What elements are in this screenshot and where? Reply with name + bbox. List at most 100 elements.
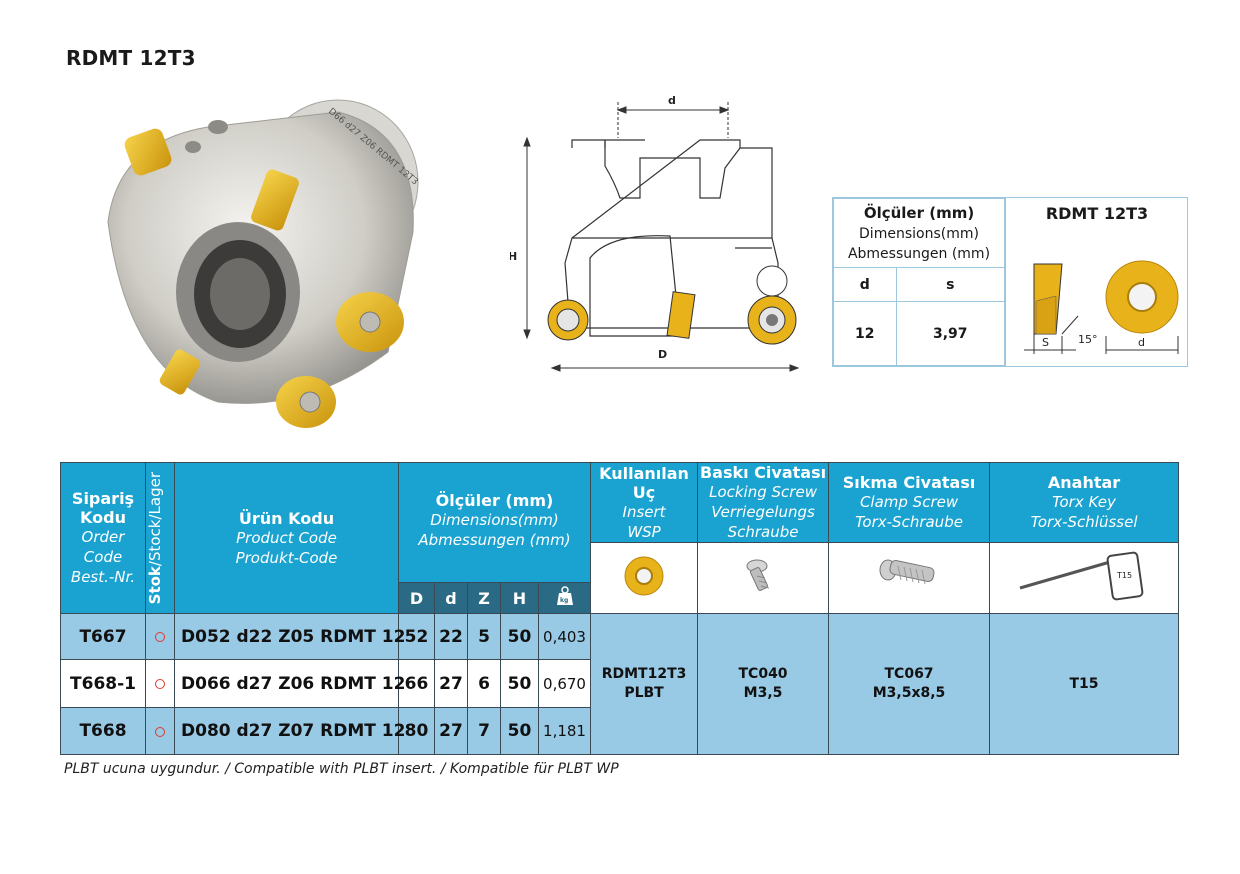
header-order-code-en: Order Code: [81, 528, 125, 566]
dim-Z: 6: [467, 659, 501, 708]
header-locking-de1: Verriegelungs: [711, 503, 815, 521]
dim-label-d: d: [668, 94, 676, 107]
header-dimensions: Ölçüler (mm) Dimensions(mm) Abmessungen …: [397, 462, 592, 583]
header-clamp-en: Clamp Screw: [859, 493, 959, 511]
header-clamp-screw: Sıkma Civatası Clamp Screw Torx-Schraube: [828, 462, 991, 543]
order-code: T668-1: [60, 659, 146, 708]
label-angle: 15°: [1078, 333, 1098, 346]
header-insert-de: WSP: [627, 522, 661, 541]
header-insert-tr: Kullanılan Uç: [599, 463, 689, 502]
page-title: RDMT 12T3: [66, 46, 196, 70]
header-order-code: Sipariş Kodu Order Code Best.-Nr.: [60, 462, 146, 614]
product-table: Sipariş Kodu Order Code Best.-Nr. Stok/S…: [60, 462, 1180, 755]
clamp-screw-value: TC067 M3,5x8,5: [828, 613, 991, 755]
dim-d: 22: [434, 613, 468, 660]
dim-H: 50: [500, 659, 539, 708]
torx-key-icon: T15: [1019, 551, 1144, 601]
clamp-value-2: M3,5x8,5: [872, 685, 946, 701]
dim-header-tr: Ölçüler (mm): [863, 203, 975, 222]
weight: 1,181: [537, 707, 592, 755]
header-insert-en: Insert: [622, 502, 666, 521]
torx-key-image-cell: T15: [989, 542, 1180, 614]
header-key-de: Torx-Schlüssel: [1030, 513, 1138, 531]
insert-label: RDMT 12T3: [1045, 204, 1149, 223]
header-locking-tr: Baskı Civatası: [699, 463, 827, 482]
locking-screw-image-cell: [697, 542, 830, 614]
locking-value-1: TC040: [738, 666, 788, 682]
label-d2: d: [1138, 336, 1145, 349]
header-locking-screw: Baskı Civatası Locking Screw Verriegelun…: [697, 462, 830, 543]
dim-val-d: 12: [833, 301, 897, 366]
dim-d: 27: [434, 707, 468, 755]
dim-val-s: 3,97: [895, 301, 1005, 366]
dim-col-d: d: [833, 267, 897, 302]
clamp-value-1: TC067: [884, 666, 934, 682]
weight: 0,403: [537, 613, 592, 660]
insert-value: RDMT12T3 PLBT: [590, 613, 699, 755]
locking-value-2: M3,5: [743, 685, 783, 701]
header-stock-rest: /Stock/Lager: [146, 471, 164, 566]
subheader-d: d: [434, 582, 468, 614]
dim-D: 52: [398, 613, 435, 660]
insert-value-1: RDMT12T3: [601, 666, 687, 682]
table-row: T668 D080 d27 Z07 RDMT 12 80 27 7 50 1,1…: [60, 707, 1179, 755]
header-locking-de2: Schraube: [727, 523, 799, 541]
locking-screw-icon: [746, 559, 770, 591]
header-locking-en: Locking Screw: [709, 483, 817, 501]
footnote: PLBT ucuna uygundur. / Compatible with P…: [64, 761, 619, 777]
stock-indicator: [145, 659, 175, 708]
header-clamp-tr: Sıkma Civatası: [842, 473, 976, 492]
stock-indicator: [145, 613, 175, 660]
key-tag-text: T15: [1116, 571, 1132, 580]
dim-Z: 7: [467, 707, 501, 755]
order-code: T668: [60, 707, 146, 755]
milling-cutter-photo: D66 d27 Z06 RDMT 12T3: [107, 99, 420, 428]
subheader-D: D: [398, 582, 435, 614]
dim-H: 50: [500, 613, 539, 660]
header-dimensions-de: Abmessungen (mm): [418, 531, 571, 549]
weight: 0,670: [537, 659, 592, 708]
header-key-tr: Anahtar: [1047, 473, 1121, 492]
product-code: D052 d22 Z05 RDMT 12: [174, 613, 405, 660]
header-torx-key: Anahtar Torx Key Torx-Schlüssel: [989, 462, 1180, 543]
weight-icon-text: kg: [560, 597, 568, 604]
dim-d: 27: [434, 659, 468, 708]
dim-header: Ölçüler (mm) Dimensions(mm) Abmessungen …: [833, 198, 1005, 268]
header-product-code: Ürün Kodu Product Code Produkt-Code: [174, 462, 399, 614]
header-stock-tr: Stok: [146, 565, 164, 605]
header-dimensions-tr: Ölçüler (mm): [435, 491, 554, 510]
technical-drawing: d H D: [510, 94, 800, 372]
header-dimensions-en: Dimensions(mm): [430, 511, 559, 529]
label-S: S: [1042, 336, 1049, 349]
product-code: D080 d27 Z07 RDMT 12: [174, 707, 405, 755]
dim-H: 50: [500, 707, 539, 755]
torx-key-value: T15: [989, 613, 1180, 755]
header-clamp-de: Torx-Schraube: [855, 513, 963, 531]
header-product-code-tr: Ürün Kodu: [238, 508, 335, 528]
table-row: T667 D052 d22 Z05 RDMT 12 52 22 5 50 0,4…: [60, 613, 1180, 755]
insert-dimension-table: Ölçüler (mm) Dimensions(mm) Abmessungen …: [832, 197, 1188, 367]
dim-D: 80: [398, 707, 435, 755]
header-product-code-de: Produkt-Code: [235, 548, 338, 567]
insert-icon: [624, 556, 664, 596]
table-row: T668-1 D066 d27 Z06 RDMT 12 66 27 6 50 0…: [60, 659, 1179, 708]
locking-screw-value: TC040 M3,5: [697, 613, 830, 755]
product-code: D066 d27 Z06 RDMT 12: [174, 659, 405, 708]
insert-geometry-svg: S 15° d: [1024, 260, 1179, 354]
dim-Z: 5: [467, 613, 501, 660]
header-key-en: Torx Key: [1052, 493, 1116, 511]
dim-label-D: D: [658, 348, 667, 361]
insert-illustration: RDMT 12T3 S 15° d: [1005, 198, 1188, 366]
weight-icon: kg: [537, 582, 592, 614]
clamp-screw-image-cell: [828, 542, 991, 614]
insert-value-2: PLBT: [624, 685, 664, 701]
insert-image-cell: [590, 542, 699, 614]
header-insert: Kullanılan Uç Insert WSP: [590, 462, 699, 543]
header-stock: Stok/Stock/Lager: [145, 462, 175, 614]
dim-col-s: s: [895, 267, 1005, 302]
order-code: T667: [60, 613, 146, 660]
dim-label-H: H: [510, 250, 517, 263]
subheader-H: H: [500, 582, 539, 614]
dim-header-de: Abmessungen (mm): [847, 245, 991, 262]
header-order-code-tr: Sipariş Kodu: [71, 489, 135, 527]
